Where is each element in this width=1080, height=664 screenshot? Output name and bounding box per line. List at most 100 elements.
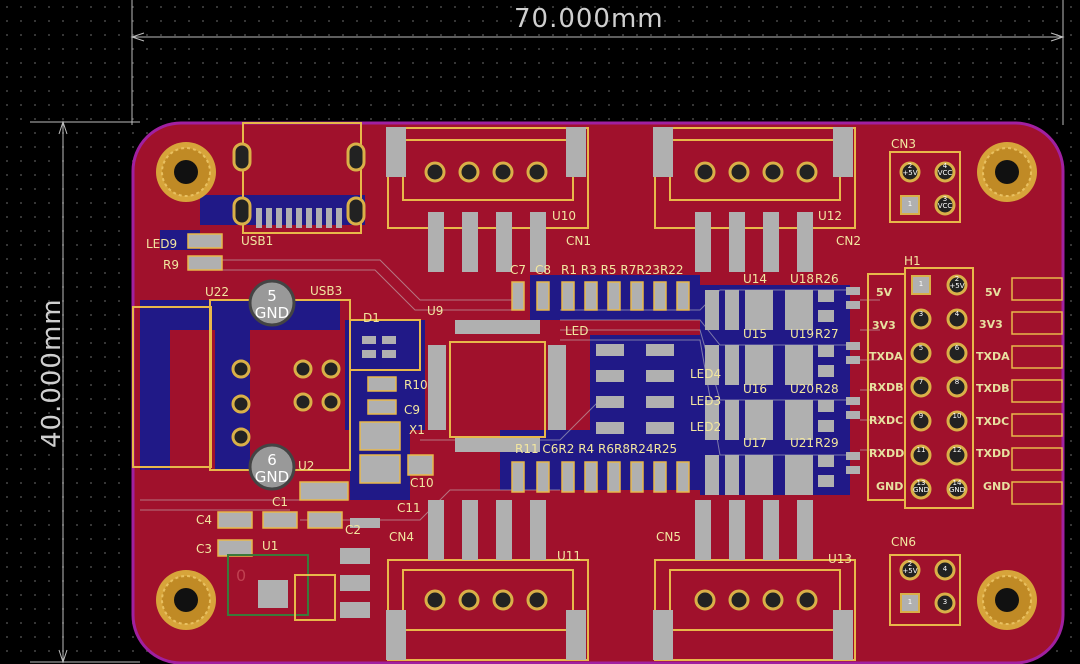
label-c11: C11 xyxy=(397,501,421,515)
h1-pin-label: 13 GND xyxy=(912,479,930,494)
cn3-pin-label: 3 VCC xyxy=(937,195,953,210)
label-u14: U14 xyxy=(743,272,768,286)
label-c7: C7 xyxy=(510,263,527,277)
height-dimension: 40.000mm xyxy=(37,298,67,448)
header-left-label: GND xyxy=(876,480,904,493)
label-u1: U1 xyxy=(262,539,279,553)
h1-pin-label: 12 xyxy=(952,446,962,454)
label-led9: LED9 xyxy=(146,237,178,251)
label-u18: U18 xyxy=(790,272,815,286)
label-cn6: CN6 xyxy=(891,535,916,549)
label-led4: LED4 xyxy=(690,367,722,381)
label-r9: R9 xyxy=(163,258,179,272)
label-c2: C2 xyxy=(345,523,362,537)
label-u20: U20 xyxy=(790,382,815,396)
h1-pin-label: 11 xyxy=(916,446,926,454)
gnd-pad-5-name: GND xyxy=(254,304,290,322)
header-right-label: TXDC xyxy=(976,415,1010,428)
h1-pin-label: 2 +5V xyxy=(949,275,965,290)
label-c1: C1 xyxy=(272,495,289,509)
label-c4: C4 xyxy=(196,513,213,527)
header-right-label: TXDD xyxy=(976,447,1011,460)
cn6-pin-label: 2 +5V xyxy=(902,560,918,575)
label-c10: C10 xyxy=(410,476,434,490)
gnd-pad-6-name: GND xyxy=(254,468,290,486)
label-u15: U15 xyxy=(743,327,768,341)
gnd-test-pads xyxy=(248,279,296,491)
label-top-resistors: R1 R3 R5 R7R23R22 xyxy=(561,263,684,277)
label-cn1: CN1 xyxy=(566,234,591,248)
header-right-label: 5V xyxy=(985,286,1002,299)
gnd-pad-5-number: 5 xyxy=(267,287,277,305)
cn3-pin-label: 1 xyxy=(907,200,913,208)
h1-pin-label: 3 xyxy=(918,310,924,318)
header-right-label: TXDA xyxy=(976,350,1010,363)
label-r29: R29 xyxy=(815,436,839,450)
cn3-pin-label: 2 +5V xyxy=(902,162,918,177)
gnd-pad-6-number: 6 xyxy=(267,451,277,469)
label-r26: R26 xyxy=(815,272,839,286)
header-left-label: 3V3 xyxy=(872,319,896,332)
label-u22: U22 xyxy=(205,285,230,299)
label-cn2: CN2 xyxy=(836,234,861,248)
label-usb1: USB1 xyxy=(241,234,274,248)
label-r28: R28 xyxy=(815,382,839,396)
label-led3: LED3 xyxy=(690,394,722,408)
header-left-label: RXDC xyxy=(869,414,904,427)
label-cn4: CN4 xyxy=(389,530,414,544)
label-u19: U19 xyxy=(790,327,815,341)
label-led: LED xyxy=(565,324,589,338)
label-d1: D1 xyxy=(363,311,380,325)
h1-pin-label: 7 xyxy=(918,378,924,386)
label-u12: U12 xyxy=(818,209,843,223)
header-left-label: RXDB xyxy=(869,381,904,394)
label-r27: R27 xyxy=(815,327,839,341)
header-left-label: TXDA xyxy=(869,350,903,363)
label-u10: U10 xyxy=(552,209,577,223)
h1-pin-label: 8 xyxy=(954,378,960,386)
h1-pin-label: 14 GND xyxy=(948,479,966,494)
label-u11: U11 xyxy=(557,549,582,563)
h1-pin-label: 1 xyxy=(918,280,924,288)
label-cn3: CN3 xyxy=(891,137,916,151)
usb1-footprint xyxy=(232,142,366,228)
label-x1: X1 xyxy=(409,423,425,437)
h1-pin-label: 6 xyxy=(954,344,960,352)
label-u2: U2 xyxy=(298,459,315,473)
cn3-cn6-pins xyxy=(899,161,956,614)
connector-pads xyxy=(231,127,853,660)
label-u17: U17 xyxy=(743,436,768,450)
u9-chip xyxy=(428,320,566,452)
smd-components xyxy=(187,233,860,621)
label-cn5: CN5 xyxy=(656,530,681,544)
header-left-label: 5V xyxy=(876,286,893,299)
cn6-pin-label: 3 xyxy=(942,598,948,606)
h1-pin-label: 5 xyxy=(918,344,924,352)
label-c9: C9 xyxy=(404,403,421,417)
edge-pads xyxy=(1011,277,1063,505)
label-r10: R10 xyxy=(404,378,428,392)
label-led2: LED2 xyxy=(690,420,722,434)
label-bottom-resistors: R11 C6R2 R4 R6R8R24R25 xyxy=(515,442,678,456)
cn6-pin-label: 4 xyxy=(942,565,948,573)
header-right-label: 3V3 xyxy=(979,318,1003,331)
h1-pin-label: 9 xyxy=(918,412,924,420)
label-c8: C8 xyxy=(535,263,552,277)
header-right-label: TXDB xyxy=(976,382,1010,395)
label-h1: H1 xyxy=(904,254,921,268)
label-c3: C3 xyxy=(196,542,213,556)
label-u9: U9 xyxy=(427,304,444,318)
h1-pin-label: 10 xyxy=(952,412,962,420)
label-zero: 0 xyxy=(236,566,247,585)
width-dimension: 70.000mm xyxy=(514,4,664,34)
label-u13: U13 xyxy=(828,552,853,566)
h1-pin-label: 4 xyxy=(954,310,960,318)
header-right-label: GND xyxy=(983,480,1011,493)
label-u21: U21 xyxy=(790,436,815,450)
header-h1-pins xyxy=(910,274,968,500)
label-usb3: USB3 xyxy=(310,284,343,298)
cn3-pin-label: 4 VCC xyxy=(937,162,953,177)
mounting-holes xyxy=(156,142,1037,630)
